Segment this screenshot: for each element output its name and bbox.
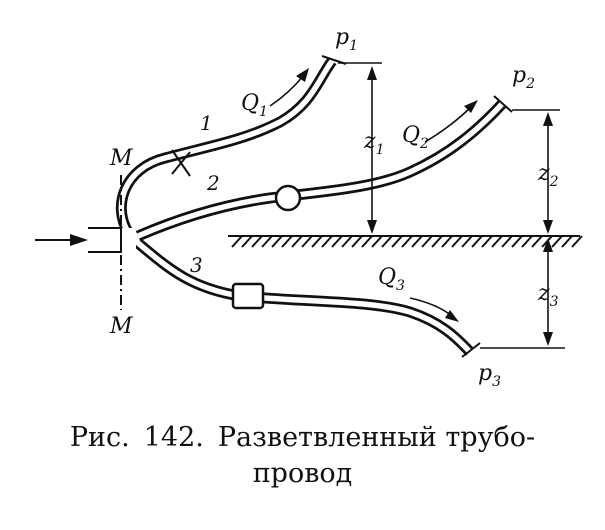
label-q1: Q1 <box>241 91 268 120</box>
caption-title-line-2: провод <box>252 458 353 489</box>
branched-pipeline-diagram: p1 p2 p3 Q1 Q2 Q3 z1 z2 z3 M M 1 2 3 <box>35 25 583 390</box>
hatch-stroke <box>481 235 493 248</box>
label-section-m-bottom: M <box>109 314 133 339</box>
label-z1: z1 <box>363 129 385 158</box>
hatch-stroke <box>421 235 433 248</box>
hatch-stroke <box>501 235 513 248</box>
label-z3: z3 <box>537 281 559 310</box>
hatch-stroke <box>371 235 383 248</box>
hatch-stroke <box>401 235 413 248</box>
inlet-pipe <box>35 227 122 253</box>
hatch-stroke <box>291 235 303 248</box>
label-section-m-top: M <box>109 146 133 171</box>
hatch-stroke <box>471 235 483 248</box>
branch-2-fitting-circle <box>274 184 302 212</box>
dimension-z3 <box>480 238 565 349</box>
hatch-stroke <box>521 235 533 248</box>
label-point-1: 1 <box>200 111 213 135</box>
hatch-stroke <box>411 235 423 248</box>
hatch-stroke <box>251 235 263 248</box>
junction-fill <box>120 228 136 250</box>
dimension-z2 <box>512 109 560 234</box>
hatch-stroke <box>231 235 243 248</box>
branch-3-pipe <box>134 238 481 358</box>
hatch-stroke <box>491 235 503 248</box>
ground-hatching <box>231 235 583 248</box>
label-point-3: 3 <box>190 253 203 277</box>
hatch-stroke <box>331 235 343 248</box>
hatch-stroke <box>311 235 323 248</box>
hatch-stroke <box>531 235 543 248</box>
hatch-stroke <box>441 235 453 248</box>
hatch-stroke <box>461 235 473 248</box>
hatch-stroke <box>381 235 393 248</box>
hatch-stroke <box>281 235 293 248</box>
hatch-stroke <box>431 235 443 248</box>
label-q2: Q2 <box>402 123 429 152</box>
hatch-stroke <box>561 235 573 248</box>
hatch-stroke <box>551 235 563 248</box>
ground-reference-line <box>228 235 583 248</box>
label-point-2: 2 <box>206 171 220 195</box>
caption-prefix: Рис. <box>69 422 130 453</box>
hatch-stroke <box>271 235 283 248</box>
dimension-z1 <box>338 62 382 234</box>
flow-arrow-q1 <box>269 68 309 107</box>
hatch-stroke <box>391 235 403 248</box>
figure-caption: Рис. 142. Разветвленный трубо- провод <box>0 420 605 492</box>
branch-1-cross-mark <box>171 149 191 177</box>
hatch-stroke <box>321 235 333 248</box>
label-z2: z2 <box>537 161 559 190</box>
caption-number: 142. <box>143 422 204 453</box>
label-p1: p1 <box>335 25 358 54</box>
hatch-stroke <box>451 235 463 248</box>
hatch-stroke <box>511 235 523 248</box>
hatch-stroke <box>351 235 363 248</box>
hatch-stroke <box>341 235 353 248</box>
hatch-stroke <box>571 235 583 248</box>
flow-arrow-q2 <box>424 100 478 143</box>
caption-line-1: Рис. 142. Разветвленный трубо- <box>0 420 605 456</box>
caption-title-line-1: Разветвленный трубо- <box>217 422 536 453</box>
label-p3: p3 <box>478 361 501 390</box>
hatch-stroke <box>301 235 313 248</box>
label-p2: p2 <box>512 63 535 92</box>
branch-2-pipe <box>135 95 513 242</box>
hatch-stroke <box>361 235 373 248</box>
label-q3: Q3 <box>378 265 405 294</box>
branch-3-fitting-box <box>231 282 265 310</box>
hatch-stroke <box>241 235 253 248</box>
flow-arrow-q3 <box>409 297 459 322</box>
hatch-stroke <box>261 235 273 248</box>
